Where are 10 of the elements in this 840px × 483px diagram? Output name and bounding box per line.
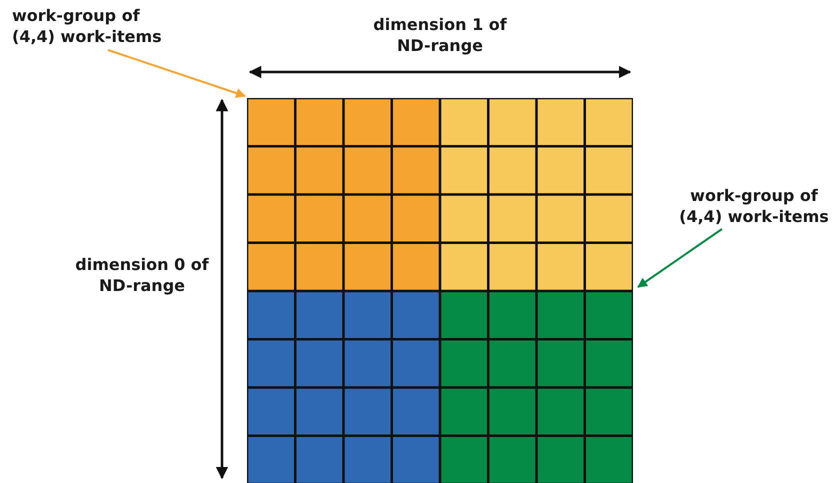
leader-line <box>108 49 246 98</box>
axis-label: dimension 1 of ND-range <box>372 14 508 56</box>
work-group-block <box>247 291 440 483</box>
callout-label: work-group of (4,4) work-items <box>670 185 838 227</box>
work-group-block <box>247 98 440 291</box>
axis-label: dimension 0 of ND-range <box>74 254 210 296</box>
work-group-block <box>440 291 633 483</box>
leader-line <box>637 228 723 288</box>
work-group-block <box>440 98 633 291</box>
callout-label: work-group of (4,4) work-items <box>12 5 180 47</box>
